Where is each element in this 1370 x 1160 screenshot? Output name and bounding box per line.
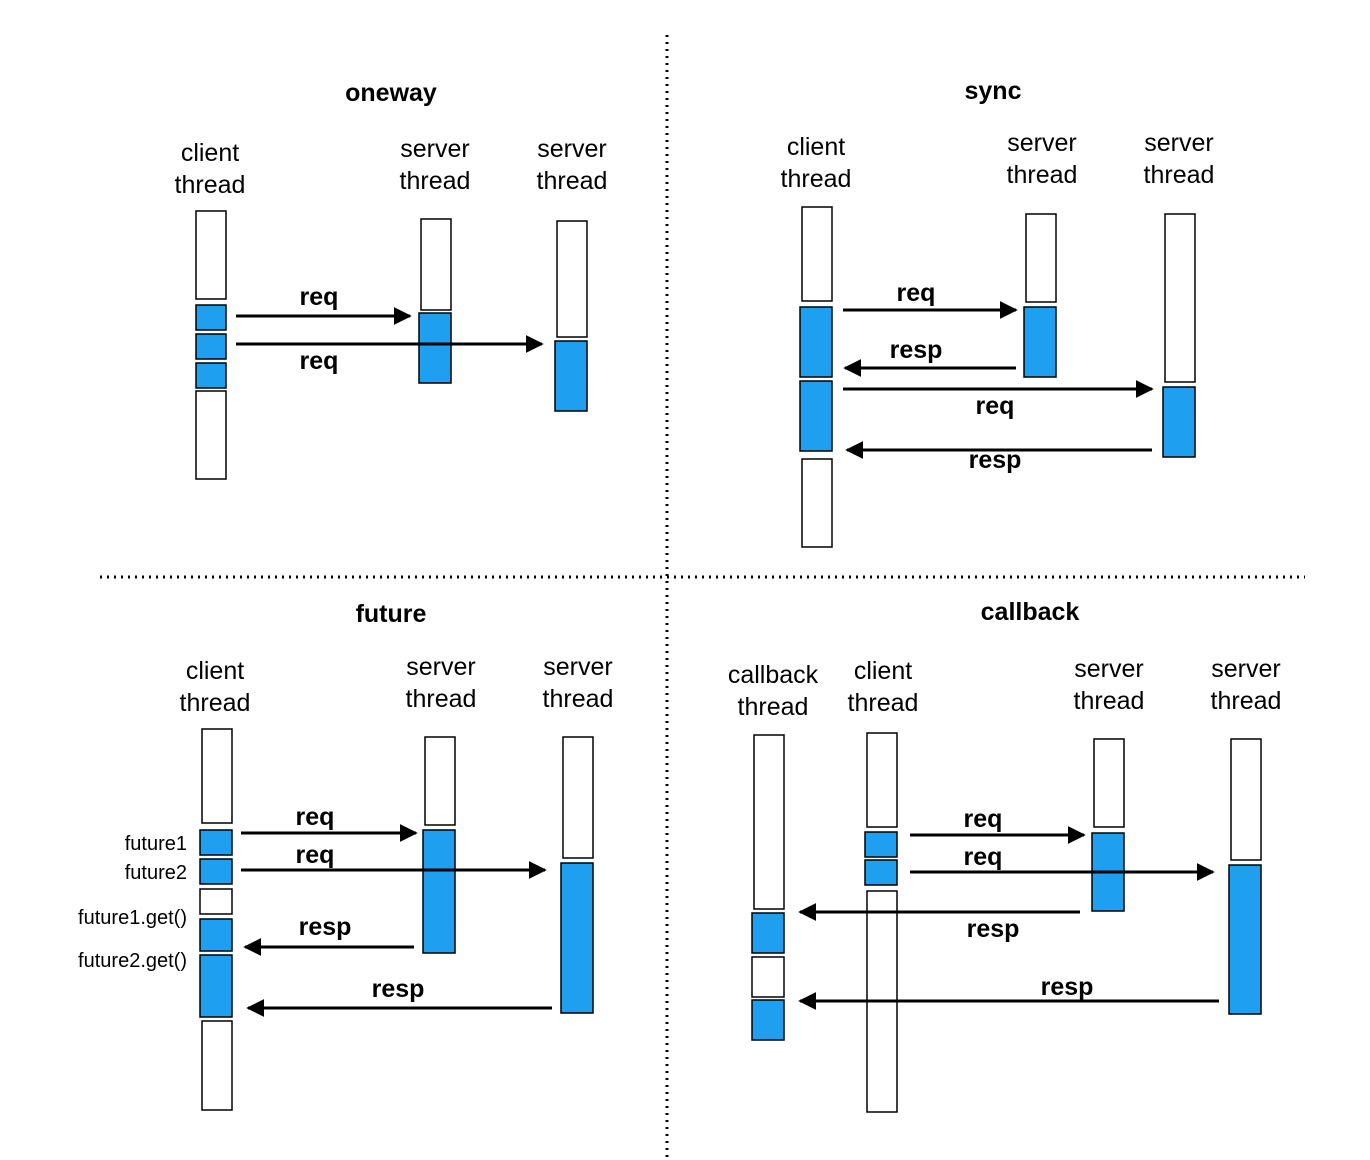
thread-active-segment: [1023, 306, 1057, 378]
column-label-client: client: [186, 657, 244, 685]
thread-idle-segment: [199, 888, 233, 915]
column-label-callback: thread: [738, 693, 809, 721]
panel-title: oneway: [345, 79, 437, 107]
thread-active-segment: [422, 829, 456, 954]
message-label: req: [976, 392, 1015, 420]
future-label: future2.get(): [78, 950, 187, 972]
thread-idle-segment: [556, 220, 588, 338]
message-label: req: [300, 283, 339, 311]
thread-active-segment: [799, 380, 833, 452]
thread-idle-segment: [801, 458, 833, 548]
future-label: future1: [125, 833, 187, 855]
panel-title: sync: [965, 77, 1022, 105]
thread-idle-segment: [1230, 738, 1262, 861]
column-label-client: client: [854, 657, 912, 685]
column-label-server: thread: [543, 685, 614, 713]
message-label: req: [897, 279, 936, 307]
thread-idle-segment: [201, 728, 233, 824]
thread-active-segment: [751, 999, 785, 1041]
thread-idle-segment: [751, 956, 785, 998]
thread-active-segment: [1162, 386, 1196, 458]
message-label: resp: [299, 913, 352, 941]
column-label-server: thread: [1144, 161, 1215, 189]
message-label: resp: [967, 915, 1020, 943]
future-label: future1.get(): [78, 907, 187, 929]
thread-idle-segment: [195, 210, 227, 300]
column-label-server: server: [1074, 655, 1143, 683]
panel-title: callback: [981, 598, 1080, 626]
panel-future: future client thread server thread serve…: [78, 600, 614, 1111]
column-label-server: server: [406, 653, 475, 681]
future-label: future2: [125, 862, 187, 884]
thread-active-segment: [199, 954, 233, 1018]
column-label-server: thread: [400, 167, 471, 195]
thread-idle-segment: [1025, 213, 1057, 303]
panel-callback: callback callback thread client thread s…: [728, 598, 1282, 1113]
column-label-callback: callback: [728, 661, 819, 689]
thread-active-segment: [199, 858, 233, 885]
column-label-client: client: [181, 139, 239, 167]
thread-active-segment: [1228, 864, 1262, 1015]
thread-active-segment: [195, 304, 227, 331]
thread-idle-segment: [562, 736, 594, 859]
thread-idle-segment: [866, 732, 898, 828]
thread-active-segment: [199, 829, 233, 856]
column-label-client: thread: [848, 689, 919, 717]
message-label: req: [296, 803, 335, 831]
message-label: resp: [1041, 973, 1094, 1001]
message-label: req: [300, 347, 339, 375]
column-label-server: server: [400, 135, 469, 163]
column-label-server: thread: [1211, 687, 1282, 715]
thread-active-segment: [195, 333, 227, 360]
thread-idle-segment: [1093, 738, 1125, 828]
message-label: resp: [372, 975, 425, 1003]
message-label: req: [296, 841, 335, 869]
message-label: resp: [890, 336, 943, 364]
column-label-server: thread: [1074, 687, 1145, 715]
column-label-server: server: [543, 653, 612, 681]
column-label-server: server: [1211, 655, 1280, 683]
column-label-client: client: [787, 133, 845, 161]
column-label-client: thread: [781, 165, 852, 193]
column-label-server: thread: [406, 685, 477, 713]
thread-idle-segment: [753, 734, 785, 910]
panel-title: future: [356, 600, 427, 628]
thread-active-segment: [751, 912, 785, 954]
thread-active-segment: [560, 862, 594, 1014]
thread-idle-segment: [1164, 213, 1196, 383]
column-label-client: thread: [175, 171, 246, 199]
message-label: req: [964, 805, 1003, 833]
thread-active-segment: [199, 918, 233, 952]
column-label-server: thread: [1007, 161, 1078, 189]
column-label-server: server: [1144, 129, 1213, 157]
thread-active-segment: [195, 362, 227, 389]
thread-active-segment: [554, 340, 588, 412]
thread-active-segment: [864, 859, 898, 886]
panel-sync: sync client thread server thread server …: [781, 77, 1215, 548]
thread-idle-segment: [195, 390, 227, 480]
thread-idle-segment: [201, 1020, 233, 1111]
message-label: req: [964, 843, 1003, 871]
thread-idle-segment: [424, 736, 456, 826]
thread-active-segment: [864, 831, 898, 858]
thread-active-segment: [799, 306, 833, 378]
thread-idle-segment: [420, 218, 452, 311]
column-label-server: thread: [537, 167, 608, 195]
column-label-server: server: [1007, 129, 1076, 157]
column-label-client: thread: [180, 689, 251, 717]
column-label-server: server: [537, 135, 606, 163]
message-label: resp: [969, 446, 1022, 474]
thread-active-segment: [418, 312, 452, 384]
panel-oneway: oneway client thread server thread serve…: [175, 79, 608, 480]
thread-idle-segment: [801, 206, 833, 302]
